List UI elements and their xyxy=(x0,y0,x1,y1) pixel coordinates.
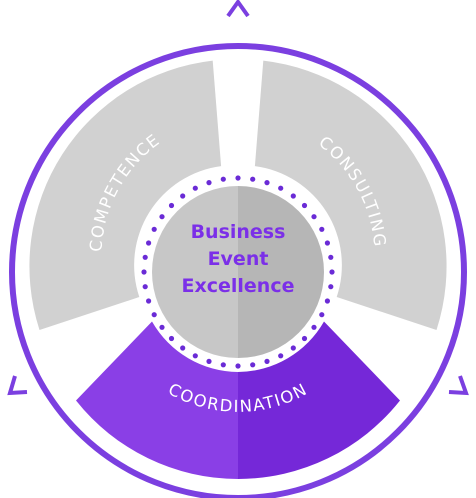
ring-dot xyxy=(220,176,226,182)
hub-line-3: Excellence xyxy=(182,275,295,297)
ring-dot xyxy=(192,353,198,359)
hub-line-1: Business xyxy=(191,221,286,243)
hub-right-half xyxy=(238,186,324,358)
center-hub: Business Event Excellence xyxy=(141,175,335,369)
dotted-ring xyxy=(141,175,335,369)
segment-consulting-shape xyxy=(254,60,447,330)
ring-dot xyxy=(142,284,148,290)
ring-dot xyxy=(301,202,308,209)
top-arrow-icon xyxy=(226,0,250,18)
ring-dot xyxy=(290,345,296,351)
ring-dot xyxy=(311,324,317,330)
ring-dot xyxy=(250,176,256,182)
ring-dot xyxy=(250,362,256,368)
ring-dot xyxy=(206,358,212,364)
ring-dot xyxy=(328,284,334,290)
ring-dot xyxy=(328,254,334,260)
ring-dot xyxy=(319,226,325,232)
ring-dot xyxy=(235,175,241,181)
ring-dot xyxy=(235,363,241,369)
ring-dot xyxy=(329,269,335,275)
right-arrow-icon xyxy=(448,375,469,396)
ring-dot xyxy=(301,335,308,342)
ring-dot xyxy=(324,298,330,304)
hub-left-half xyxy=(152,186,238,358)
hub-line-2: Event xyxy=(208,248,269,270)
ring-dot xyxy=(159,214,165,220)
ring-dot xyxy=(180,345,186,351)
ring-dot xyxy=(264,180,270,186)
ring-dot xyxy=(180,193,186,199)
segment-coordination-right-half xyxy=(76,321,238,479)
ring-dot xyxy=(192,185,198,191)
segment-coordination-left-half xyxy=(238,321,400,479)
outer-ring xyxy=(9,43,467,498)
ring-dot xyxy=(168,202,175,209)
segment-competence-left-half xyxy=(29,60,222,330)
ring-dot xyxy=(146,240,152,246)
ring-dot xyxy=(146,298,152,304)
segment-competence[interactable]: COMPETENCE xyxy=(29,60,222,330)
ring-dot xyxy=(278,185,284,191)
ring-dot xyxy=(159,324,165,330)
ring-dot xyxy=(206,180,212,186)
ring-dot xyxy=(151,312,157,318)
ring-dot xyxy=(220,362,226,368)
ring-dot xyxy=(311,214,317,220)
segment-coordination[interactable]: COORDINATION xyxy=(76,321,400,480)
ring-dot xyxy=(151,226,157,232)
ring-dot xyxy=(141,269,147,275)
ring-dot xyxy=(264,358,270,364)
ring-dot xyxy=(319,312,325,318)
left-arrow-icon xyxy=(7,375,28,396)
ring-dot xyxy=(278,353,284,359)
ring-dot xyxy=(142,254,148,260)
ring-dot xyxy=(168,335,175,342)
ring-dot xyxy=(324,240,330,246)
ring-dot xyxy=(290,193,296,199)
